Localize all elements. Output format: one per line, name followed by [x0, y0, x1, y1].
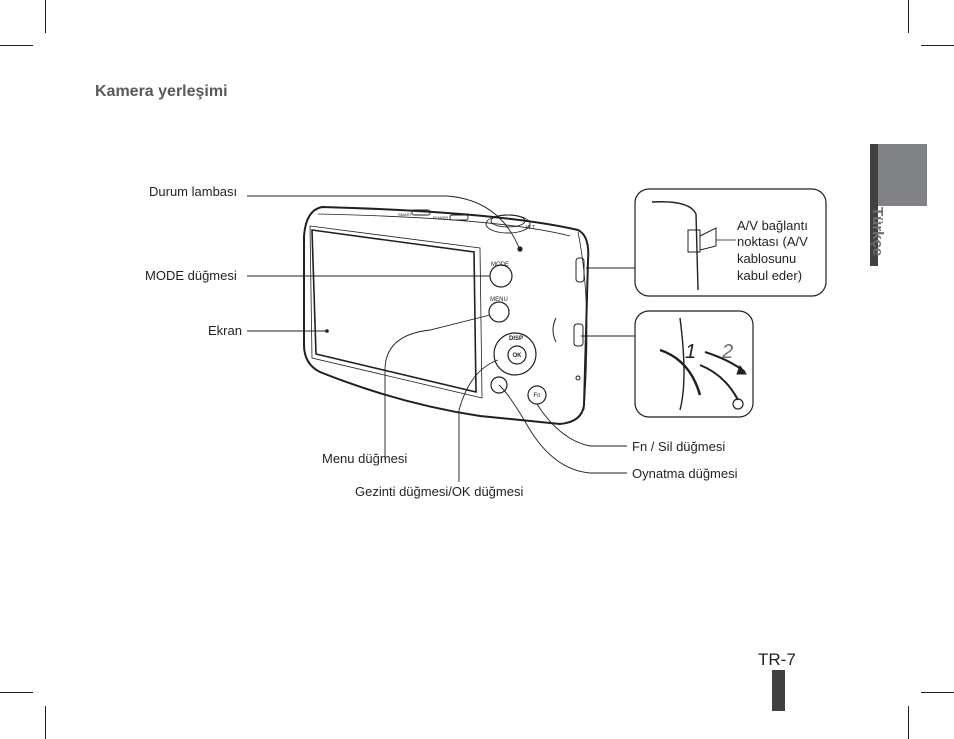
menu-key-label: MENU — [490, 297, 508, 303]
crop-mark — [45, 0, 46, 33]
page-number-bar — [772, 670, 785, 711]
strap-step-2: 2 — [721, 341, 733, 363]
camera-button-labels: MODE MENU DISP OK Fn — [490, 262, 540, 399]
av-callout-line-4: kabul eder) — [737, 268, 803, 283]
svg-text:POWER: POWER — [433, 215, 448, 220]
leader-dots — [325, 248, 522, 333]
language-tab-bar — [870, 144, 878, 266]
camera-side-details — [552, 257, 585, 381]
status-light-label: Durum lambası — [149, 184, 238, 199]
ok-key-label: OK — [513, 353, 523, 359]
strap-detail-box — [634, 310, 754, 418]
mode-button-label: MODE düğmesi — [145, 268, 237, 283]
camera-body — [303, 205, 590, 426]
av-detail-box — [634, 188, 827, 297]
disp-key-label: DISP — [509, 336, 523, 342]
camera-buttons — [488, 246, 547, 405]
fn-key-label: Fn — [533, 393, 540, 399]
top-controls: SMART POWER W T — [398, 209, 535, 234]
crop-mark — [908, 706, 909, 739]
crop-mark — [921, 45, 954, 46]
svg-text:SMART: SMART — [398, 212, 412, 217]
language-tab — [870, 144, 927, 206]
av-callout-line-3: kablosunu — [737, 251, 797, 266]
mode-key-label: MODE — [491, 262, 509, 268]
crop-mark — [921, 692, 954, 693]
page-number: TR-7 — [758, 650, 796, 669]
crop-mark — [0, 45, 33, 46]
page-title: Kamera yerleşimi — [95, 83, 228, 100]
screen-label: Ekran — [208, 323, 242, 338]
av-callout-line-1: A/V bağlantı — [737, 218, 808, 233]
menu-button-label: Menu düğmesi — [322, 451, 408, 466]
crop-mark — [45, 706, 46, 739]
camera-screen — [309, 225, 483, 399]
svg-text:W T: W T — [526, 225, 535, 231]
fn-delete-button-label: Fn / Sil düğmesi — [632, 439, 726, 454]
strap-step-1: 1 — [685, 341, 696, 363]
leader-lines — [247, 195, 635, 482]
playback-button-label: Oynatma düğmesi — [632, 466, 738, 481]
av-callout-line-2: noktası (A/V — [737, 234, 808, 249]
crop-mark — [908, 0, 909, 33]
crop-mark — [0, 692, 33, 693]
nav-ok-button-label: Gezinti düğmesi/OK düğmesi — [355, 484, 524, 499]
